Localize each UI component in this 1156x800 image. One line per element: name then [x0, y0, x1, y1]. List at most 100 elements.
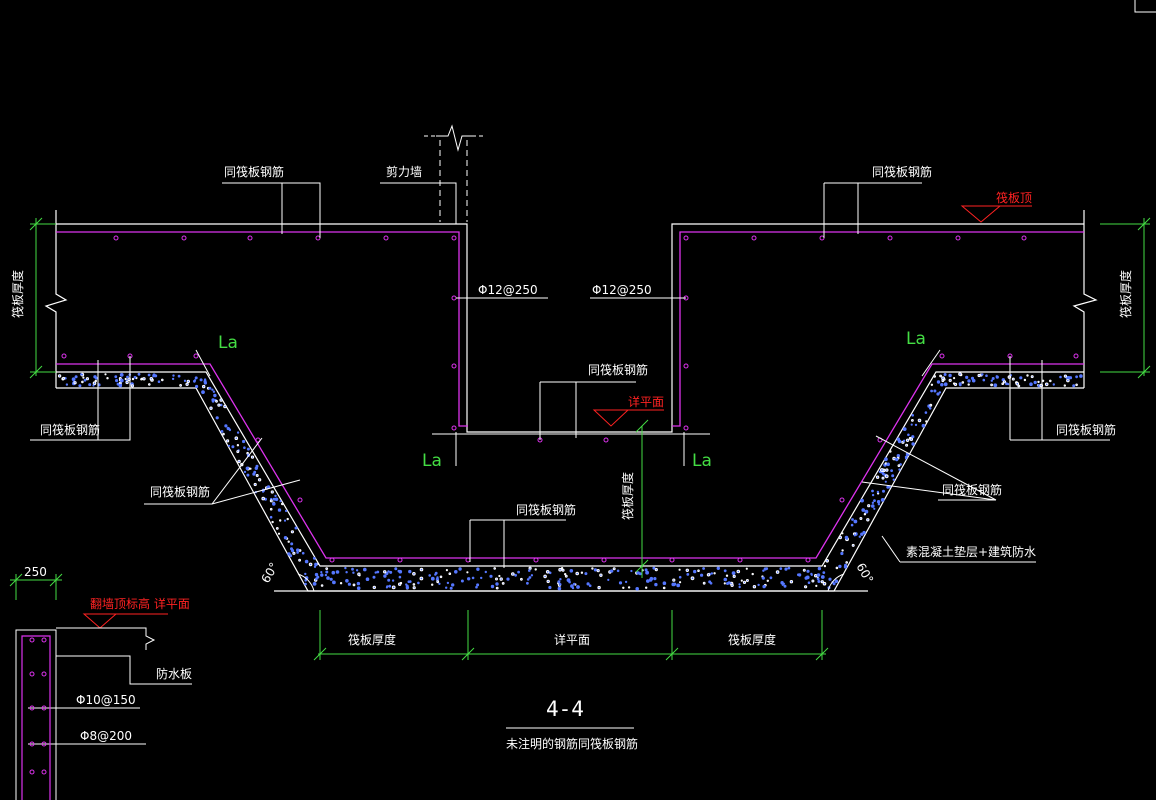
hatch-dot — [822, 571, 826, 574]
hatch-dot — [446, 581, 450, 585]
hatch-dot — [825, 559, 830, 563]
hatch-dot — [372, 575, 376, 579]
hatch-dot — [725, 574, 729, 577]
hatch-dot — [806, 569, 810, 573]
hatch-dot — [636, 571, 640, 575]
hatch-dot — [1066, 376, 1071, 380]
hatch-dot — [702, 581, 706, 585]
hatch-dot — [917, 418, 922, 423]
hatch-dot — [902, 439, 906, 442]
hatch-dot — [1075, 383, 1078, 387]
hatch-dot — [92, 384, 95, 387]
hatch-dot — [211, 388, 214, 391]
hatch-dot — [345, 571, 348, 574]
hatch-dot — [693, 569, 697, 574]
hatch-dot — [731, 571, 736, 575]
hatch-dot — [850, 523, 854, 527]
hatch-dot — [627, 586, 631, 589]
hatch-dot — [255, 474, 259, 477]
hatch-dot — [213, 393, 217, 398]
hatch-dot — [810, 573, 813, 577]
hatch-dot — [177, 374, 181, 378]
label-cushion-note: 素混凝土垫层+建筑防水 — [906, 544, 1036, 559]
hatch-dot — [231, 445, 235, 449]
hatch-dot — [320, 573, 324, 577]
hatch-dot — [281, 502, 284, 506]
hatch-dot — [149, 377, 154, 381]
hatch-dot — [730, 583, 734, 587]
hatch-dot — [863, 513, 867, 516]
hatch-dot — [490, 584, 495, 589]
hatch-dot — [961, 381, 965, 384]
hatch-dot — [226, 439, 230, 443]
hatch-dot — [431, 583, 434, 586]
hatch-dot — [971, 378, 976, 383]
hatch-dot — [897, 439, 902, 444]
hatch-dot — [83, 378, 87, 382]
hatch-dot — [495, 582, 499, 586]
hatch-dot — [742, 580, 747, 585]
hatch-dot — [871, 489, 874, 493]
hatch-dot — [811, 579, 815, 583]
hatch-dot — [345, 579, 349, 583]
hatch-dot — [514, 573, 517, 577]
hatch-dot — [417, 581, 420, 585]
hatch-dot — [412, 572, 416, 576]
hatch-dot — [844, 535, 849, 540]
hatch-dot — [607, 578, 610, 582]
hatch-dot — [571, 586, 575, 590]
hatch-dot — [209, 406, 213, 410]
hatch-dot — [304, 559, 309, 564]
hatch-dot — [290, 530, 294, 534]
hatch-dot — [564, 573, 567, 576]
hatch-dot — [910, 423, 913, 426]
hatch-dot — [853, 519, 858, 524]
hatch-dot — [445, 586, 448, 589]
hatch-dot — [569, 569, 574, 573]
hatch-dot — [558, 567, 562, 572]
hatch-dot — [439, 575, 443, 579]
hatch-dot — [133, 375, 137, 379]
hatch-dot — [816, 573, 821, 577]
rebar-dot — [451, 363, 457, 369]
hatch-dot — [866, 518, 870, 522]
hatch-dot — [877, 503, 881, 506]
hatch-dot — [761, 576, 765, 580]
hatch-dot — [878, 470, 882, 473]
hatch-dot — [828, 577, 832, 581]
hatch-dot — [652, 566, 656, 570]
rebar-dot — [533, 557, 539, 563]
rebar-dot — [451, 425, 457, 431]
hatch-dot — [787, 566, 791, 570]
hatch-dot — [676, 583, 681, 588]
hatch-dot — [374, 571, 377, 574]
hatch-dot — [398, 575, 402, 579]
hatch-dot — [967, 379, 971, 383]
hatch-dot — [784, 567, 788, 571]
hatch-dot — [277, 532, 281, 535]
hatch-dot — [958, 372, 962, 376]
hatch-dot — [528, 576, 532, 579]
hatch-dot — [269, 515, 273, 519]
hatch-dot — [203, 381, 207, 385]
hatch-dot — [653, 577, 657, 581]
label-wall-rebar-right: Φ12@250 — [592, 283, 652, 297]
hatch-dot — [405, 585, 410, 590]
hatch-dot — [948, 378, 952, 382]
hatch-dot — [355, 569, 359, 572]
hatch-dot — [1033, 380, 1037, 385]
rebar-dot — [839, 497, 845, 503]
hatch-dot — [376, 570, 380, 574]
hatch-dot — [1030, 375, 1034, 379]
label-see-plan-elev: 详平面 — [628, 394, 664, 409]
hatch-dot — [528, 569, 531, 572]
hatch-dot — [199, 378, 203, 382]
hatch-dot — [476, 567, 480, 571]
hatch-dot — [126, 375, 129, 379]
hatch-dot — [125, 380, 129, 385]
hatch-dot — [820, 575, 825, 579]
hatch-dot — [548, 571, 552, 575]
hatch-dot — [326, 576, 330, 580]
hatch-dot — [898, 468, 901, 471]
hatch-dot — [85, 377, 90, 381]
